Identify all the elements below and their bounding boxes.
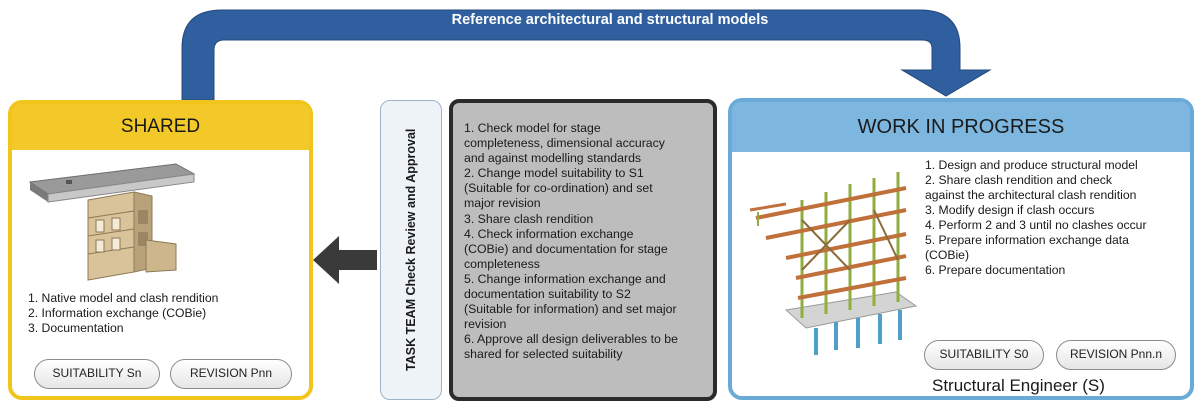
architectural-model-image: [28, 163, 196, 281]
list-line: 4. Check information exchange: [464, 226, 634, 241]
list-line: (Suitable for information) and set major: [464, 302, 677, 317]
list-line: (COBie) and documentation for stage: [464, 241, 668, 256]
list-line: completeness: [464, 256, 540, 271]
list-line: 3. Share clash rendition: [464, 211, 594, 226]
task-team-label: TASK TEAM Check Review and Approval: [404, 128, 418, 372]
list-line: 5. Change information exchange and: [464, 271, 666, 286]
shared-item: 3. Documentation: [28, 321, 124, 335]
list-line: 3. Modify design if clash occurs: [925, 203, 1095, 217]
list-line: 1. Design and produce structural model: [925, 158, 1138, 172]
wip-suitability-badge: SUITABILITY S0: [924, 340, 1044, 370]
share-arrow-left: [313, 236, 377, 284]
list-line: shared for selected suitability: [464, 347, 623, 362]
reference-models-label: Reference architectural and structural m…: [451, 12, 769, 28]
list-line: documentation suitability to S2: [464, 287, 631, 302]
list-line: and against modelling standards: [464, 151, 642, 166]
wip-revision-badge: REVISION Pnn.n: [1056, 340, 1176, 370]
list-line: 6. Prepare documentation: [925, 263, 1066, 277]
shared-revision-badge: REVISION Pnn: [170, 359, 292, 389]
shared-item: 2. Information exchange (COBie): [28, 306, 207, 320]
list-line: completeness, dimensional accuracy: [464, 136, 665, 151]
shared-deliverables-list: 1. Native model and clash rendition 2. I…: [28, 291, 218, 336]
list-line: major revision: [464, 196, 541, 211]
list-line: against the architectural clash renditio…: [925, 188, 1137, 202]
structural-engineer-caption: Structural Engineer (S): [932, 376, 1105, 395]
list-line: (COBie): [925, 248, 970, 262]
list-line: 5. Prepare information exchange data: [925, 233, 1129, 247]
list-line: (Suitable for co-ordination) and set: [464, 181, 653, 196]
shared-suitability-badge: SUITABILITY Sn: [34, 359, 160, 389]
shared-panel: SHARED 1. Native model and clash renditi…: [8, 100, 313, 400]
structural-model-image: [749, 172, 918, 355]
task-team-box: [380, 100, 442, 400]
shared-title: SHARED: [12, 104, 309, 150]
wip-title: WORK IN PROGRESS: [732, 102, 1190, 152]
list-line: 6. Approve all design deliverables to be: [464, 332, 678, 347]
list-line: 4. Perform 2 and 3 until no clashes occu…: [925, 218, 1147, 232]
list-line: 1. Check model for stage: [464, 121, 601, 135]
list-line: 2. Share clash rendition and check: [925, 173, 1112, 187]
shared-item: 1. Native model and clash rendition: [28, 291, 219, 305]
list-line: revision: [464, 317, 507, 332]
reference-models-arrow: [181, 9, 992, 100]
wip-panel: WORK IN PROGRESS: [728, 98, 1194, 400]
list-line: 2. Change model suitability to S1: [464, 166, 644, 181]
